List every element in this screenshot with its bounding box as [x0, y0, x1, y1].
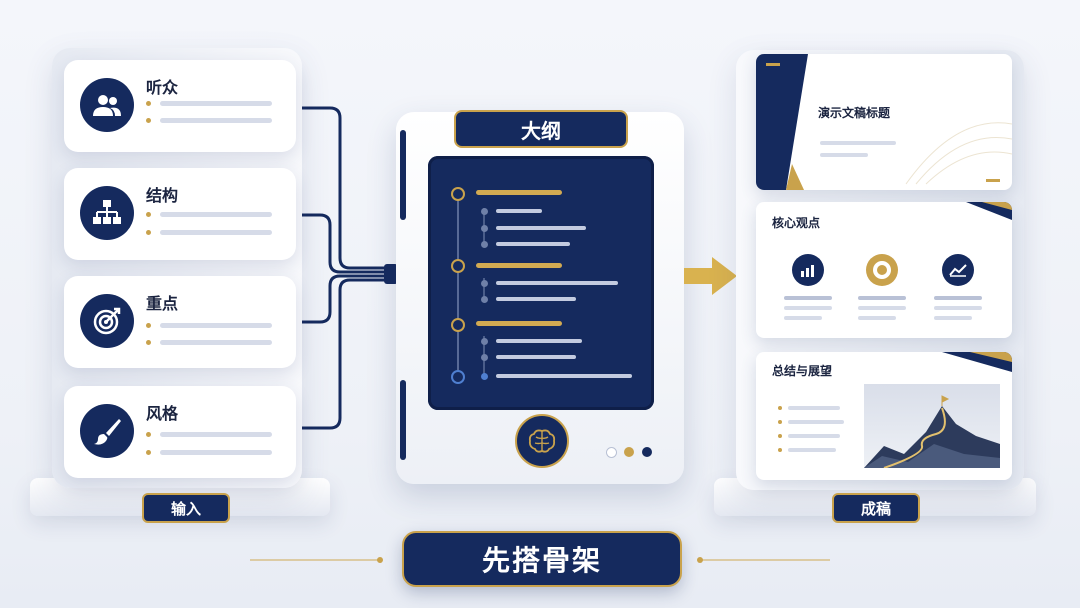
input-label: 结构	[146, 186, 179, 205]
outline-node	[451, 187, 465, 201]
brush-icon	[80, 404, 134, 458]
arrow-right-icon	[684, 257, 737, 295]
input-label: 重点	[146, 294, 179, 313]
outline-node	[451, 370, 465, 384]
outline-screen	[428, 156, 654, 410]
input-card-structure: 结构	[64, 168, 296, 260]
trend-chart-icon	[942, 254, 974, 286]
input-card-focus: 重点	[64, 276, 296, 368]
outline-node	[451, 259, 465, 273]
slide-heading: 演示文稿标题	[818, 106, 891, 120]
banner-title: 先搭骨架	[402, 531, 682, 587]
slide-heading: 核心观点	[772, 216, 821, 230]
outline-title: 大纲	[454, 110, 628, 148]
slide-title: 演示文稿标题	[756, 54, 1012, 190]
pie-chart-icon	[866, 254, 898, 286]
input-label: 风格	[146, 404, 179, 423]
input-card-audience: 听众	[64, 60, 296, 152]
bar-chart-icon	[792, 254, 824, 286]
input-badge: 输入	[142, 493, 230, 523]
audience-icon	[80, 78, 134, 132]
target-icon	[80, 294, 134, 348]
input-label: 听众	[146, 78, 179, 97]
slide-key-points: 核心观点	[756, 202, 1012, 338]
mountain-image	[864, 384, 1000, 468]
structure-icon	[80, 186, 134, 240]
slide-summary: 总结与展望	[756, 352, 1012, 480]
brain-icon	[515, 414, 569, 468]
input-card-style: 风格	[64, 386, 296, 478]
slide-heading: 总结与展望	[772, 364, 833, 378]
output-badge: 成稿	[832, 493, 920, 523]
outline-node	[451, 318, 465, 332]
